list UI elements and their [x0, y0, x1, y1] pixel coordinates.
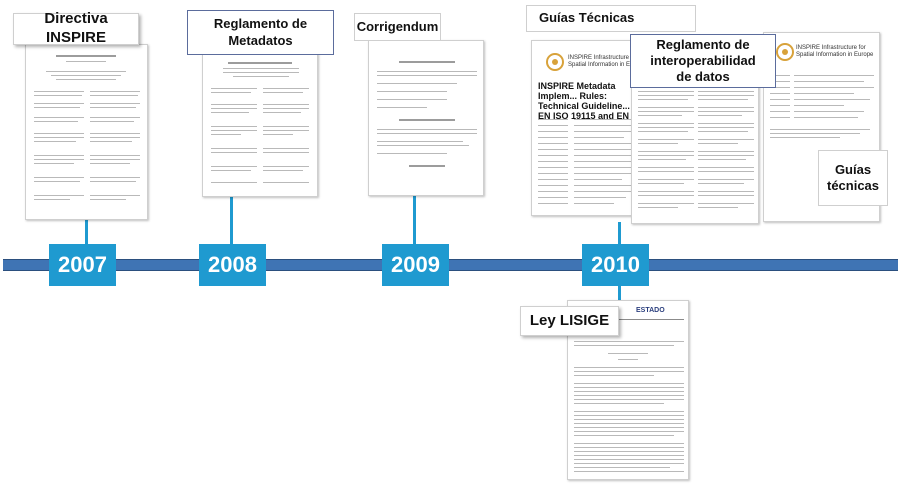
- label-reglamento-interoperabilidad: Reglamento de interoperabilidad de datos: [630, 34, 776, 88]
- year-2007: 2007: [49, 244, 116, 286]
- label-guias-tecnicas: Guías Técnicas: [526, 5, 696, 32]
- connector-2007: [85, 220, 88, 246]
- connector-2010-down: [618, 284, 621, 306]
- label-reglamento-metadatos: Reglamento de Metadatos: [187, 10, 334, 55]
- label-corrigendum: Corrigendum: [354, 13, 441, 41]
- label-guias-tecnicas-side: Guías técnicas: [818, 150, 888, 206]
- doc-directiva-inspire: [25, 44, 148, 220]
- timeline-bar: [3, 259, 898, 271]
- year-2010: 2010: [582, 244, 649, 286]
- year-2008: 2008: [199, 244, 266, 286]
- connector-2009: [413, 196, 416, 246]
- label-ley-lisige: Ley LISIGE: [520, 306, 619, 336]
- label-directiva-inspire: Directiva INSPIRE: [13, 10, 139, 46]
- year-2009: 2009: [382, 244, 449, 286]
- connector-2008: [230, 196, 233, 246]
- doc-corrigendum: [368, 40, 484, 196]
- doc-reglamento-metadatos: [202, 53, 318, 197]
- doc-reglamento-interoperabilidad: [631, 82, 759, 224]
- connector-2010: [618, 222, 621, 246]
